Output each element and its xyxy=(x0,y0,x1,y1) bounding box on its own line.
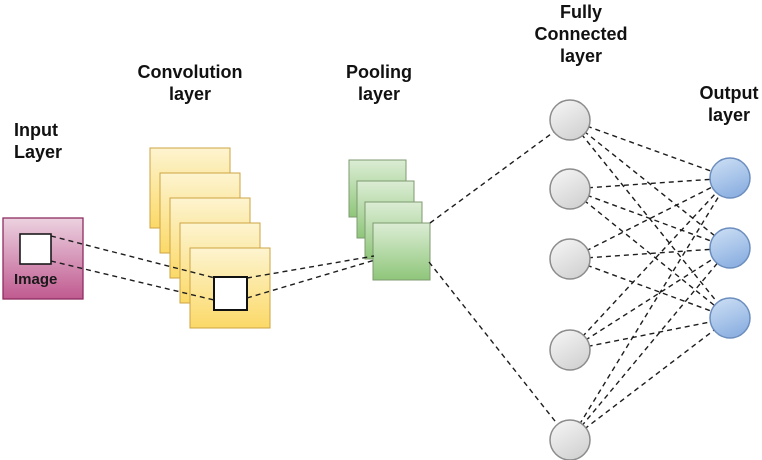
pooling-layer-group xyxy=(348,159,431,281)
fully-connected-layer-group xyxy=(549,99,591,460)
convolution-layer-group xyxy=(149,147,271,329)
pooling-feature-map-4 xyxy=(372,222,431,281)
input-layer-title: Input Layer xyxy=(14,120,63,162)
connection-pooling-to-fc-top xyxy=(429,119,571,224)
connection-input-to-conv-top xyxy=(50,235,216,279)
connection-conv-to-pooling-bottom xyxy=(246,259,376,299)
connection-fc1-out2 xyxy=(569,119,731,249)
connection-conv-to-pooling-top xyxy=(246,255,375,279)
connection-input-to-conv-bottom xyxy=(50,260,215,301)
fully-connected-layer-title: Fully Connected layer xyxy=(534,2,628,66)
output-neuron-2 xyxy=(709,227,751,269)
fc-neuron-3 xyxy=(549,238,591,280)
fc-neuron-2 xyxy=(549,168,591,210)
output-layer-title: Output layer xyxy=(699,83,759,125)
conv-receptive-field-square xyxy=(213,276,248,311)
output-neuron-1 xyxy=(709,157,751,199)
connection-fc5-out2 xyxy=(569,247,731,441)
input-layer-group xyxy=(2,217,84,300)
connection-fc3-out3 xyxy=(569,258,731,319)
connection-fc1-out1 xyxy=(569,119,731,179)
connection-fc2-out3 xyxy=(569,188,731,319)
fc-neuron-4 xyxy=(549,329,591,371)
connection-fc3-out1 xyxy=(569,177,731,260)
output-layer-group xyxy=(709,157,751,339)
connection-fc2-out2 xyxy=(569,188,731,249)
fc-neuron-5 xyxy=(549,419,591,460)
connection-fc5-out1 xyxy=(569,177,731,441)
connection-pooling-to-fc-bottom xyxy=(428,261,571,441)
connection-fc4-out3 xyxy=(569,317,731,351)
connections-group xyxy=(50,119,731,441)
input-receptive-field-square xyxy=(19,233,52,265)
connection-fc4-out2 xyxy=(569,247,731,351)
connection-fc5-out3 xyxy=(569,317,731,441)
pooling-layer-title: Pooling layer xyxy=(346,62,412,104)
input-image-caption: Image xyxy=(14,271,58,288)
convolution-layer-title: Convolution layer xyxy=(137,62,243,104)
fc-neuron-1 xyxy=(549,99,591,141)
output-neuron-3 xyxy=(709,297,751,339)
connection-fc4-out1 xyxy=(569,177,731,351)
